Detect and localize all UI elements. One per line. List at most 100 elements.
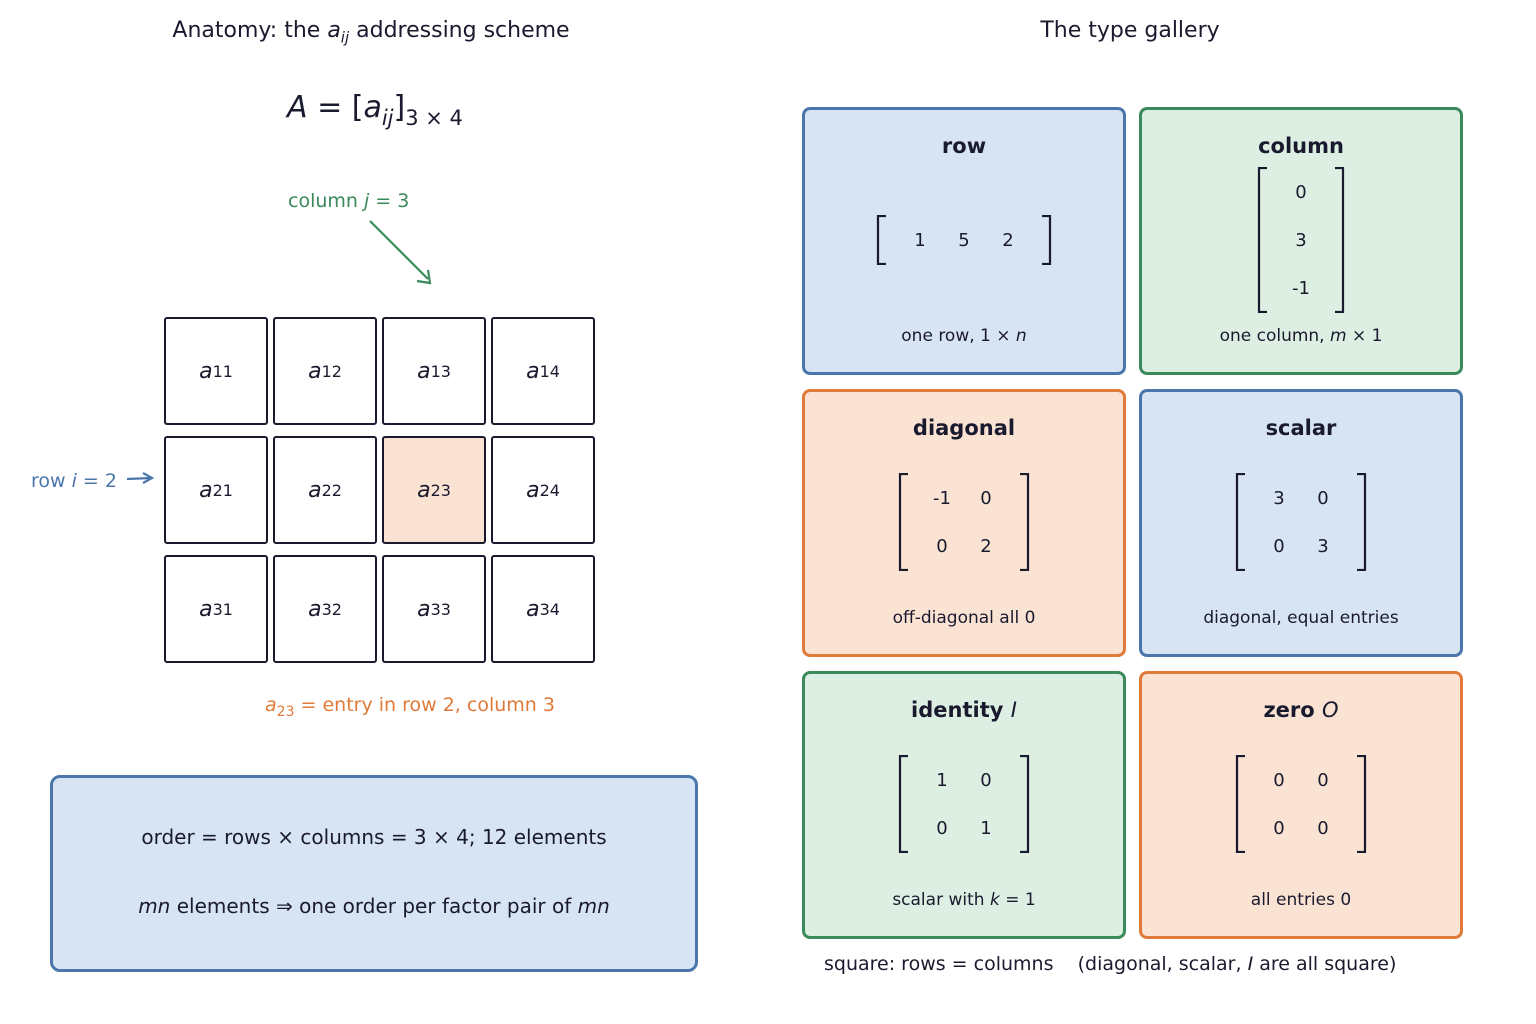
left-title-suffix: addressing scheme (349, 18, 570, 43)
type-card-title: row (805, 134, 1123, 158)
type-card-caption: all entries 0 (1142, 890, 1460, 910)
footer-var: I (1247, 953, 1254, 975)
entry-var: a (417, 596, 431, 622)
matrix-entry: 0 (980, 488, 991, 509)
bracket-icon (1357, 473, 1367, 571)
entry-sub: 11 (212, 361, 233, 381)
entry-var: a (199, 358, 213, 384)
info-var-1: mn (138, 894, 171, 918)
bracket-icon (876, 215, 886, 265)
card-title-text: zero (1263, 698, 1323, 722)
card-title-var: O (1322, 698, 1339, 722)
note-text: = entry in row 2, column 3 (294, 694, 555, 716)
left-panel-title: Anatomy: the aij addressing scheme (70, 18, 672, 46)
matrix-entry: 0 (1317, 770, 1328, 791)
caption-prefix: diagonal, equal entries (1203, 608, 1399, 628)
entry-var: a (308, 596, 322, 622)
entry-var: a (417, 358, 431, 384)
matrix-entry: 5 (958, 230, 969, 251)
matrix-entry: 0 (1295, 182, 1306, 203)
formula-var: a (363, 90, 382, 125)
entry-sub: 23 (430, 480, 451, 500)
entry-var: a (308, 358, 322, 384)
info-mid: elements ⇒ one order per factor pair of (170, 894, 578, 918)
bracket-icon (1020, 473, 1030, 571)
left-title-sub: ij (340, 28, 350, 47)
bracket-icon (1235, 755, 1245, 853)
caption-prefix: off-diagonal all 0 (892, 608, 1036, 628)
matrix-entry: -1 (933, 488, 951, 509)
row-label: row i = 2 (31, 470, 117, 492)
entry-sub: 13 (430, 361, 451, 381)
matrix-entry: 3 (1317, 536, 1328, 557)
matrix-entry: 1 (980, 818, 991, 839)
bracket-icon (1257, 167, 1267, 313)
matrix-display: -1 0 0 2 (898, 473, 1030, 571)
type-card-caption: one column, m × 1 (1142, 326, 1460, 346)
bracket-icon (1042, 215, 1052, 265)
formula-sub: ij (381, 106, 394, 130)
type-card-caption: off-diagonal all 0 (805, 608, 1123, 628)
matrix-entry: 1 (914, 230, 925, 251)
caption-var: k (989, 890, 1000, 910)
type-card-title: diagonal (805, 416, 1123, 440)
entry-var: a (526, 477, 540, 503)
type-card-title: column (1142, 134, 1460, 158)
entry-sub: 14 (539, 361, 560, 381)
type-card-caption: diagonal, equal entries (1142, 608, 1460, 628)
entry-sub: 31 (212, 599, 233, 619)
left-title-prefix: Anatomy: the (172, 18, 328, 43)
entry-var: a (526, 358, 540, 384)
entry-var: a (199, 596, 213, 622)
caption-suffix: × 1 (1346, 326, 1383, 346)
matrix-entry: 3 (1273, 488, 1284, 509)
column-arrow-icon (369, 220, 432, 285)
matrix-entry: 0 (1273, 536, 1284, 557)
entry-sub: 33 (430, 599, 451, 619)
matrix-display: 03-1 (1257, 167, 1345, 313)
caption-suffix: = 1 (999, 890, 1036, 910)
caption-var: m (1330, 326, 1347, 346)
matrix-order-formula: A = [aij]3 × 4 (287, 90, 463, 130)
matrix-entry: 0 (1317, 818, 1328, 839)
card-title-text: scalar (1265, 416, 1337, 440)
column-label-var: j (363, 190, 370, 212)
card-title-var: I (1010, 698, 1017, 722)
matrix-entry: 0 (1273, 818, 1284, 839)
matrix-entry: 2 (980, 536, 991, 557)
matrix-entry: 0 (936, 536, 947, 557)
formula-eq: = [ (307, 90, 364, 125)
card-title-text: diagonal (912, 416, 1016, 440)
entry-var: a (308, 477, 322, 503)
formula-order: 3 × 4 (405, 106, 463, 130)
entry-sub: 24 (539, 480, 560, 500)
matrix-entry: -1 (1292, 278, 1310, 299)
caption-prefix: scalar with (892, 890, 990, 910)
order-info-line-1: order = rows × columns = 3 × 4; 12 eleme… (141, 825, 607, 849)
row-label-text: row (31, 470, 72, 492)
row-label-var: i (71, 470, 77, 492)
column-label-text: column (288, 190, 364, 212)
bracket-icon (1357, 755, 1367, 853)
column-label-eq: = 3 (369, 190, 410, 212)
matrix-entry: 0 (980, 770, 991, 791)
column-label: column j = 3 (288, 190, 409, 212)
entry-sub: 34 (539, 599, 560, 619)
